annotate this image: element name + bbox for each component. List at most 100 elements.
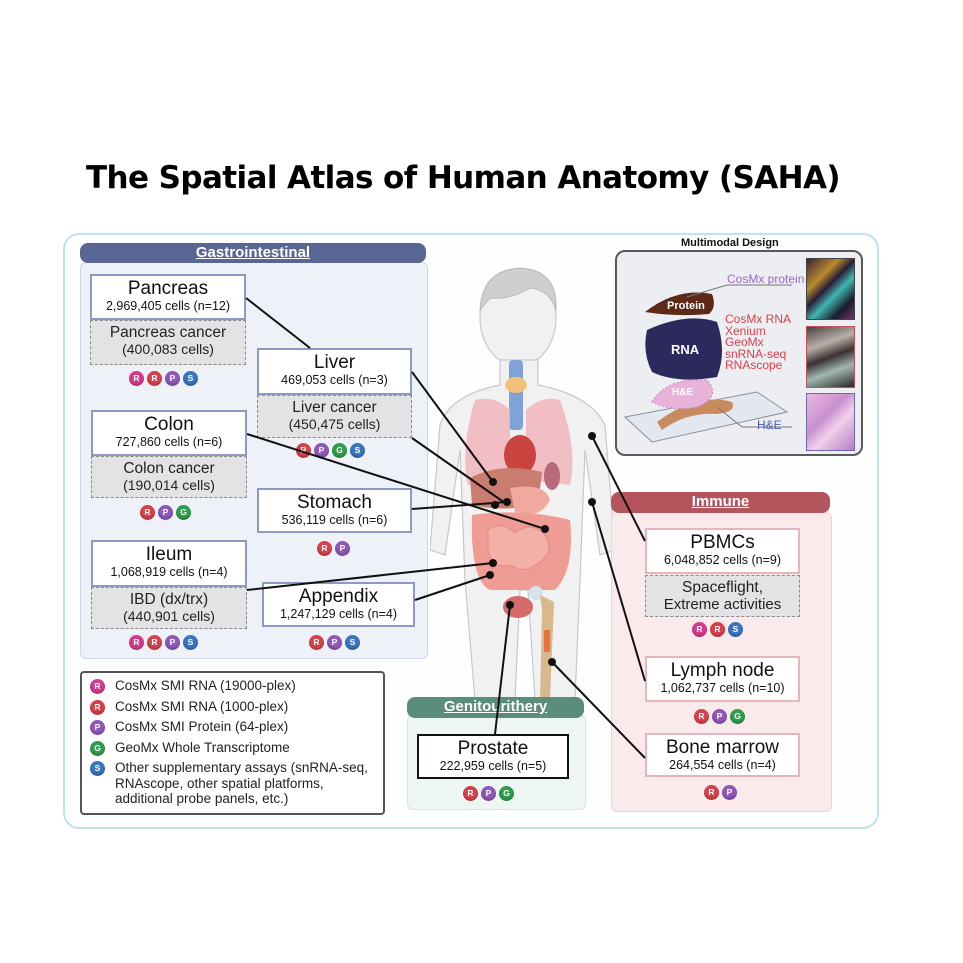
supplementary-badge-icon: S [345, 635, 360, 650]
organ-name: PBMCs [690, 532, 755, 553]
colon-cancer-box[interactable]: Colon cancer (190,014 cells) [91, 456, 247, 498]
protein-layer [645, 292, 714, 316]
rna-1000-badge-icon: R [710, 622, 725, 637]
protein-pointer [686, 284, 728, 298]
dot-colon [541, 525, 549, 533]
stomach [510, 486, 550, 515]
subset-cells: (190,014 cells) [123, 477, 215, 493]
subset-name: Pancreas cancer [109, 324, 227, 341]
dot-stomach [503, 498, 511, 506]
liver-box[interactable]: Liver 469,053 cells (n=3) [257, 348, 412, 395]
legend-item: G GeoMx Whole Transcriptome [90, 740, 375, 756]
tissue-section [657, 399, 733, 430]
rna-19000-badge-icon: R [692, 622, 707, 637]
supplementary-badge-icon: S [90, 761, 105, 776]
dot-pancreas [491, 501, 499, 509]
rna-1000-badge-icon: R [147, 371, 162, 386]
cell-count: 1,062,737 cells (n=10) [660, 681, 785, 695]
rna-19000-badge-icon: R [129, 635, 144, 650]
subset-cells: (440,901 cells) [123, 608, 215, 624]
genitourinary-header: Genitourithery [407, 697, 584, 718]
lymph-node-box[interactable]: Lymph node 1,062,737 cells (n=10) [645, 656, 800, 702]
protein-badge-icon: P [481, 786, 496, 801]
rna-19000-badge-icon: R [129, 371, 144, 386]
connector-bone [551, 661, 646, 759]
he-layer [651, 379, 714, 410]
subset-name: Liver cancer [292, 399, 377, 416]
connector-appendix [414, 574, 491, 601]
rna-method: GeoMx [725, 335, 764, 349]
legend-label: CosMx SMI RNA (1000-plex) [115, 698, 289, 714]
rna-method: CosMx RNA [725, 312, 792, 326]
cell-count: 222,959 cells (n=5) [439, 759, 547, 773]
he-pointer [716, 406, 743, 428]
spaceflight-box[interactable]: Spaceflight, Extreme activities [645, 575, 800, 617]
rna-layer-label: RNA [671, 342, 700, 357]
organ-name: Stomach [297, 492, 372, 513]
geomx-badge-icon: G [332, 443, 347, 458]
organ-name: Ileum [145, 544, 193, 565]
organ-name: Prostate [457, 738, 529, 759]
pancreas-box[interactable]: Pancreas 2,969,405 cells (n=12) [90, 274, 246, 320]
protein-badge-icon: P [712, 709, 727, 724]
ileum-box[interactable]: Ileum 1,068,919 cells (n=4) [91, 540, 247, 587]
liver-cancer-box[interactable]: Liver cancer (450,475 cells) [257, 395, 412, 438]
cell-count: 536,119 cells (n=6) [281, 513, 388, 527]
he-label: H&E [757, 418, 782, 432]
cell-count: 727,860 cells (n=6) [115, 435, 223, 449]
dot-prostate [506, 601, 514, 609]
heart [504, 435, 536, 475]
rna-method: Xenium [725, 323, 766, 338]
prostate-box[interactable]: Prostate 222,959 cells (n=5) [417, 734, 569, 779]
legend-label: CosMx SMI Protein (64-plex) [115, 719, 289, 734]
rna-19000-badge-icon: R [90, 679, 105, 694]
protein-badge-icon: P [90, 720, 105, 735]
geomx-badge-icon: G [499, 786, 514, 801]
subset-cells: (400,083 cells) [122, 341, 214, 357]
pancreas-cancer-box[interactable]: Pancreas cancer (400,083 cells) [90, 320, 246, 365]
rna-1000-badge-icon: R [90, 699, 105, 715]
connector-lymph [591, 501, 646, 682]
organ-name: Bone marrow [666, 737, 779, 758]
protein-layer-label: Protein [667, 300, 705, 312]
he-layer-label: H&E [672, 387, 694, 398]
connector-ileum [246, 562, 494, 591]
supplementary-badge-icon: S [728, 622, 743, 637]
protein-badge-icon: P [327, 635, 342, 650]
legend-item: R CosMx SMI RNA (1000-plex) [90, 699, 375, 715]
geomx-badge-icon: G [730, 709, 745, 724]
cell-count: 6,048,852 cells (n=9) [663, 553, 782, 567]
geomx-badge-icon: G [176, 505, 191, 520]
dot-lymph [588, 498, 596, 506]
bone-marrow-box[interactable]: Bone marrow 264,554 cells (n=4) [645, 733, 800, 777]
legend-label: GeoMx Whole Transcriptome [115, 739, 290, 755]
ibd-box[interactable]: IBD (dx/trx) (440,901 cells) [91, 587, 247, 629]
rna-image [806, 326, 855, 388]
cell-count: 264,554 cells (n=4) [669, 758, 776, 772]
geomx-badge-icon: G [90, 740, 105, 756]
stomach-box[interactable]: Stomach 536,119 cells (n=6) [257, 488, 412, 533]
connector-pancreas [245, 297, 311, 349]
protein-image [806, 258, 855, 320]
rna-1000-badge-icon: R [704, 785, 719, 800]
dot-liver [489, 478, 497, 486]
pbmcs-box[interactable]: PBMCs 6,048,852 cells (n=9) [645, 528, 800, 574]
protein-badge-icon: P [314, 443, 329, 458]
he-image [806, 393, 855, 451]
colon-box[interactable]: Colon 727,860 cells (n=6) [91, 410, 247, 456]
appendix-box[interactable]: Appendix 1,247,129 cells (n=4) [262, 582, 415, 627]
cosmx-protein-label: CosMx protein [727, 272, 805, 286]
thyroid [505, 377, 527, 393]
organ-name: Appendix [298, 586, 379, 607]
rna-methods-list: CosMx RNA Xenium GeoMx snRNA-seq RNAscop… [725, 312, 792, 372]
legend-item: P CosMx SMI Protein (64-plex) [90, 719, 375, 735]
